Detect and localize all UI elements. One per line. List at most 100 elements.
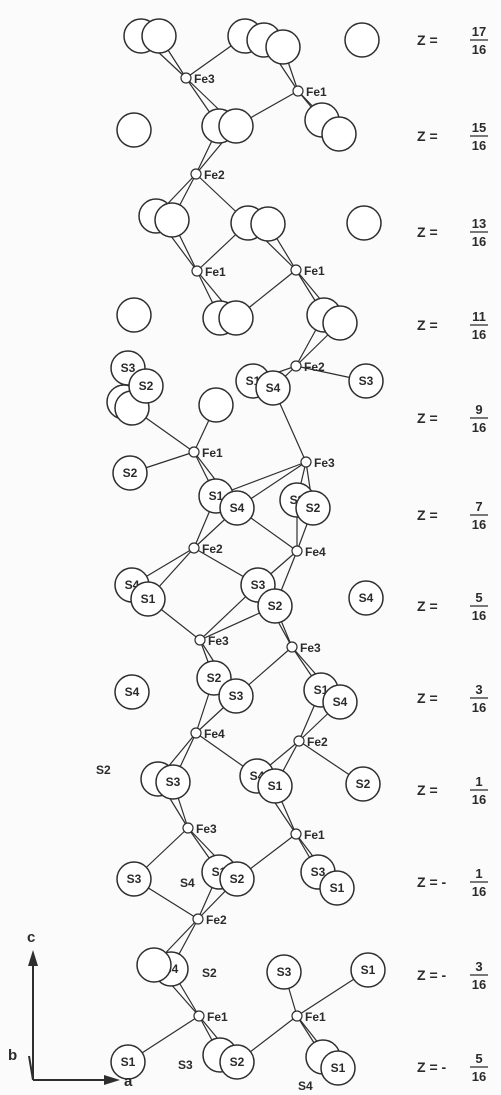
sulfur-atom <box>322 305 358 341</box>
z-level-label: Z =516 <box>417 590 488 623</box>
sulfur-atom-circle <box>219 490 255 526</box>
iron-atom-label: Fe1 <box>304 264 325 278</box>
sulfur-atom-circle <box>250 206 286 242</box>
z-level-numerator: 7 <box>475 499 482 514</box>
sulfur-atom-label: S1 <box>209 489 224 503</box>
sulfur-atom-circle <box>218 108 254 144</box>
iron-atom: Fe2 <box>192 913 227 927</box>
z-level-prefix: Z = - <box>417 1059 447 1075</box>
sulfur-atom: S3 <box>155 764 191 800</box>
sulfur-atom-circle <box>141 18 177 54</box>
sulfur-atom-label: S2 <box>356 777 371 791</box>
z-level-label: Z = -316 <box>417 959 488 992</box>
z-level-numerator: 5 <box>475 1051 482 1066</box>
sulfur-atom: S4 <box>348 580 384 616</box>
z-level-numerator: 9 <box>475 402 482 417</box>
sulfur-atom-label: S1 <box>121 1055 136 1069</box>
z-level-prefix: Z = <box>417 317 438 333</box>
sulfur-atom-circle <box>322 305 358 341</box>
iron-atom-label: Fe1 <box>205 265 226 279</box>
z-level-numerator: 3 <box>475 959 482 974</box>
sulfur-atom-circle <box>218 678 254 714</box>
z-level-prefix: Z = - <box>417 967 447 983</box>
sulfur-atom-circle <box>319 870 355 906</box>
sulfur-atom-label: S1 <box>330 881 345 895</box>
sulfur-atom-label: S3 <box>251 578 266 592</box>
iron-atom-dot <box>286 641 298 653</box>
sulfur-atom <box>344 22 380 58</box>
z-level-label: Z = -516 <box>417 1051 488 1084</box>
sulfur-atom: S1 <box>110 1044 146 1080</box>
z-level-prefix: Z = - <box>417 874 447 890</box>
sulfur-atom-circle <box>346 205 382 241</box>
z-level-prefix: Z = <box>417 32 438 48</box>
sulfur-atom: S2 <box>295 490 331 526</box>
sulfur-atom: S3 <box>348 363 384 399</box>
sulfur-atom: S4 <box>114 674 150 710</box>
sulfur-atom-circle <box>219 1044 255 1080</box>
z-level-denominator: 16 <box>472 792 486 807</box>
iron-atom-label: Fe1 <box>306 85 327 99</box>
sulfur-atom: S3 <box>116 861 152 897</box>
sulfur-atom: S2 <box>128 368 164 404</box>
sulfur-atom <box>346 205 382 241</box>
sulfur-atom: S4 <box>255 370 291 406</box>
iron-atom-dot <box>290 360 302 372</box>
iron-atom-dot <box>190 168 202 180</box>
iron-atom: Fe2 <box>188 542 223 556</box>
sulfur-atom: S2 <box>219 861 255 897</box>
iron-atom-label: Fe2 <box>206 913 227 927</box>
iron-atom-dot <box>194 634 206 646</box>
sulfur-atom-circle <box>265 29 301 65</box>
z-level-label: Z =316 <box>417 682 488 715</box>
sulfur-atom-circle <box>136 947 172 983</box>
sulfur-atom-circle <box>130 581 166 617</box>
iron-atom: Fe1 <box>291 1010 326 1024</box>
z-level-prefix: Z = <box>417 598 438 614</box>
iron-atom-label: Fe1 <box>305 1010 326 1024</box>
sulfur-atom-label: S1 <box>331 1061 346 1075</box>
z-level-numerator: 17 <box>472 24 486 39</box>
z-level-numerator: 3 <box>475 682 482 697</box>
sulfur-atom-circle <box>116 297 152 333</box>
z-level-prefix: Z = <box>417 782 438 798</box>
sulfur-atom: S2 <box>257 588 293 624</box>
sulfur-atom <box>198 387 234 423</box>
sulfur-atom-circle <box>348 580 384 616</box>
sulfur-atom-label: S1 <box>141 592 156 606</box>
z-level-label: Z =916 <box>417 402 488 435</box>
sulfur-atom-label: S4 <box>359 591 374 605</box>
c-axis-label: c <box>27 929 35 946</box>
z-level-numerator: 5 <box>475 590 482 605</box>
iron-atom-label: Fe2 <box>204 168 225 182</box>
sulfur-outside-label: S4 <box>298 1079 313 1093</box>
iron-atom-dot <box>191 265 203 277</box>
sulfur-atom <box>218 300 254 336</box>
sulfur-atom-circle <box>320 1050 356 1086</box>
sulfur-atom: S1 <box>350 952 386 988</box>
z-level-prefix: Z = <box>417 224 438 240</box>
iron-atom: Fe2 <box>190 168 225 182</box>
iron-atom: Fe3 <box>182 822 217 836</box>
iron-atom-dot <box>290 828 302 840</box>
a-axis-label: a <box>124 1073 133 1090</box>
sulfur-atom <box>321 116 357 152</box>
z-level-denominator: 16 <box>472 234 486 249</box>
sulfur-atom: S1 <box>257 768 293 804</box>
sulfur-atom-circle <box>322 684 358 720</box>
sulfur-outside-label: S2 <box>96 763 111 777</box>
sulfur-atom: S4 <box>322 684 358 720</box>
iron-atom-dot <box>292 85 304 97</box>
sulfur-atom-circle <box>345 766 381 802</box>
sulfur-atom-label: S1 <box>268 779 283 793</box>
sulfur-atom-label: S2 <box>230 1055 245 1069</box>
sulfur-atom-label: S4 <box>266 381 281 395</box>
sulfur-atom-label: S3 <box>166 775 181 789</box>
